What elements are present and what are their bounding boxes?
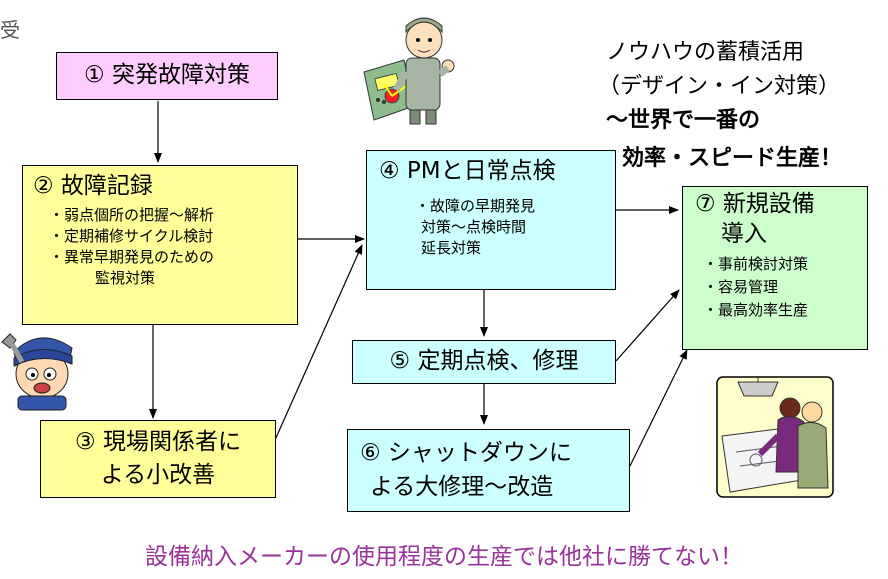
box3-line1: ③ 現場関係者に <box>75 429 241 455</box>
box4-item: 対策～点検時間 <box>421 218 527 236</box>
box7-item: ・事前検討対策 <box>703 255 809 273</box>
box4-item: 延長対策 <box>421 239 482 257</box>
box4-item: ・故障の早期発見 <box>415 197 536 215</box>
box4-title: ④ PMと日常点検 <box>379 158 556 184</box>
arrow-3-to-4 <box>274 244 363 441</box>
box2-title: ② 故障記録 <box>33 173 153 199</box>
knowhow-line1: ノウハウの蓄積活用 <box>606 40 805 65</box>
mechanic-with-wrench-icon <box>1 333 73 411</box>
box7-line2: 導入 <box>721 221 767 247</box>
arrow-6-to-7 <box>629 349 688 467</box>
box7-item: ・最高効率生産 <box>703 301 809 319</box>
box-periodic-inspection: ⑤ 定期点検、修理 <box>352 340 616 384</box>
box6-line2: よる大修理～改造 <box>370 474 554 500</box>
worker-pressing-button-icon <box>363 17 455 125</box>
box-new-equipment: ⑦ 新規設備 導入 ・事前検討対策 ・容易管理 ・最高効率生産 <box>682 186 868 350</box>
engineers-with-blueprint-icon <box>716 376 834 498</box>
footer-text: 設備納入メーカーの使用程度の生産では他社に勝てない！ <box>145 544 743 570</box>
knowhow-line3: ～世界で一番の <box>606 108 761 133</box>
box5-title: ⑤ 定期点検、修理 <box>389 348 579 374</box>
box2-item: 監視対策 <box>95 269 156 287</box>
corner-char: 受 <box>0 18 20 42</box>
box7-item: ・容易管理 <box>703 278 779 296</box>
box2-item: ・異常早期発見のための <box>49 248 215 266</box>
knowhow-line4: 効率・スピード生産！ <box>622 146 843 171</box>
box1-title: ① 突発故障対策 <box>84 62 250 88</box>
box-small-improvement: ③ 現場関係者に よる小改善 <box>40 420 276 498</box>
box-shutdown-overhaul: ⑥ シャットダウンに よる大修理～改造 <box>347 429 630 512</box>
box3-line2: よる小改善 <box>100 462 216 488</box>
box2-item: ・弱点個所の把握～解析 <box>49 206 215 224</box>
box-pm-daily-inspection: ④ PMと日常点検 ・故障の早期発見 対策～点検時間 延長対策 <box>366 150 616 290</box>
arrow-5-to-7 <box>615 289 680 362</box>
knowhow-line2: （デザイン・イン対策） <box>598 74 841 99</box>
box-sudden-failure: ① 突発故障対策 <box>56 52 278 100</box>
box2-item: ・定期補修サイクル検討 <box>49 227 214 245</box>
box6-line1: ⑥ シャットダウンに <box>360 440 572 466</box>
box7-line1: ⑦ 新規設備 <box>695 191 815 217</box>
box-failure-record: ② 故障記録 ・弱点個所の把握～解析 ・定期補修サイクル検討 ・異常早期発見のた… <box>22 165 298 325</box>
